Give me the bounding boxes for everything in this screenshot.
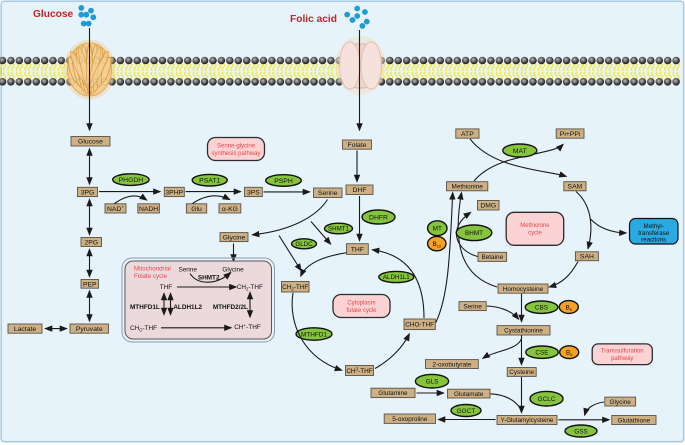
svg-text:PHGDH: PHGDH <box>119 177 144 184</box>
svg-text:NADH: NADH <box>139 206 158 213</box>
svg-text:SAM: SAM <box>568 184 583 191</box>
svg-text:Glucose: Glucose <box>33 9 74 20</box>
svg-text:B12​: B12​ <box>432 241 441 249</box>
svg-text:Glycine: Glycine <box>222 267 244 274</box>
svg-text:Serine-glycine: Serine-glycine <box>217 143 256 149</box>
svg-text:B6​: B6​ <box>566 304 573 312</box>
svg-text:Serine: Serine <box>463 303 482 310</box>
svg-text:Cytoplasm: Cytoplasm <box>347 300 375 306</box>
svg-text:DHF: DHF <box>353 187 367 194</box>
svg-text:2PG: 2PG <box>84 239 98 246</box>
svg-text:CH+​-THF: CH+​-THF <box>234 323 261 331</box>
svg-text:SHMT2: SHMT2 <box>198 274 220 281</box>
svg-text:Pi+PPi: Pi+PPi <box>560 131 581 138</box>
svg-text:CHO​-THF: CHO​-THF <box>130 325 157 333</box>
svg-text:Glycine: Glycine <box>223 235 246 242</box>
svg-text:Glucose: Glucose <box>78 139 103 146</box>
svg-text:CH2​-THF: CH2​-THF <box>282 284 308 292</box>
svg-text:Pyruvate: Pyruvate <box>76 326 103 333</box>
svg-text:THF: THF <box>160 284 173 291</box>
svg-text:GSS: GSS <box>574 428 588 435</box>
svg-text:3PG: 3PG <box>81 189 95 196</box>
svg-text:3PHP: 3PHP <box>165 189 183 196</box>
svg-text:MTHFD2/2L: MTHFD2/2L <box>213 304 248 311</box>
svg-text:Folate cycle: Folate cycle <box>134 273 168 280</box>
svg-text:Glu: Glu <box>191 206 202 213</box>
svg-text:DMG: DMG <box>480 203 496 210</box>
svg-text:ALDH1L2: ALDH1L2 <box>173 304 202 311</box>
svg-text:folate cycle: folate cycle <box>346 308 377 314</box>
svg-text:5-oxoproline: 5-oxoproline <box>392 416 428 423</box>
svg-text:Glutamine: Glutamine <box>378 390 408 397</box>
svg-text:BHMT: BHMT <box>465 230 483 237</box>
svg-text:Methyl-: Methyl- <box>644 223 664 230</box>
svg-text:pathway: pathway <box>611 356 633 362</box>
svg-text:ALDH1L1: ALDH1L1 <box>383 274 410 281</box>
svg-text:MAT: MAT <box>513 148 527 155</box>
svg-text:Methionine: Methionine <box>452 184 484 191</box>
svg-text:DHFR: DHFR <box>369 214 388 221</box>
svg-text:Transsulfuration: Transsulfuration <box>601 349 644 355</box>
svg-text:Y-Glutamylcysteine: Y-Glutamylcysteine <box>501 417 554 424</box>
svg-text:Cysteine: Cysteine <box>509 369 534 376</box>
svg-text:cycle: cycle <box>528 231 542 237</box>
svg-text:Glutamate: Glutamate <box>454 391 484 398</box>
svg-text:synthesis pathway: synthesis pathway <box>211 151 260 157</box>
svg-text:Cystathionine: Cystathionine <box>504 328 543 335</box>
svg-text:ATP: ATP <box>461 131 474 138</box>
svg-text:GLDC: GLDC <box>295 241 313 248</box>
svg-text:THF: THF <box>351 247 364 254</box>
svg-text:3PS: 3PS <box>247 189 260 196</box>
svg-text:PSPH: PSPH <box>274 178 293 185</box>
svg-text:GGCT: GGCT <box>457 408 476 415</box>
svg-text:Folic acid: Folic acid <box>290 14 337 25</box>
svg-text:Folate: Folate <box>348 142 367 149</box>
svg-text:Mitochondrial: Mitochondrial <box>134 266 171 273</box>
svg-text:α-KG: α-KG <box>222 206 238 213</box>
svg-text:Glycine: Glycine <box>610 399 632 406</box>
svg-text:Betaine: Betaine <box>481 254 503 261</box>
svg-text:GLS: GLS <box>426 379 439 386</box>
svg-text:MTHFD1L: MTHFD1L <box>130 304 160 311</box>
svg-text:PEP: PEP <box>83 281 97 288</box>
svg-text:NAD+​: NAD+​ <box>107 205 124 213</box>
svg-text:Serine: Serine <box>178 267 197 274</box>
svg-text:B6​: B6​ <box>566 350 573 358</box>
svg-text:Serine: Serine <box>318 190 338 197</box>
svg-text:PSAT1: PSAT1 <box>199 178 220 185</box>
svg-text:CBS: CBS <box>535 305 548 312</box>
svg-text:CH3​-THF: CH3​-THF <box>346 367 372 375</box>
svg-text:CHO-THF: CHO-THF <box>405 322 434 329</box>
svg-text:MTHFD1: MTHFD1 <box>301 331 327 338</box>
svg-text:MT: MT <box>433 226 442 233</box>
svg-text:CH2​-THF: CH2​-THF <box>237 284 263 292</box>
svg-text:Lactate: Lactate <box>14 326 37 333</box>
svg-text:2-oxobutyrate: 2-oxobutyrate <box>432 361 472 368</box>
svg-text:Glutathione: Glutathione <box>618 417 651 424</box>
svg-text:Methionine: Methionine <box>520 223 550 229</box>
svg-text:SAH: SAH <box>580 254 594 261</box>
svg-text:SHMT1: SHMT1 <box>328 226 350 233</box>
svg-text:reactions: reactions <box>641 237 666 244</box>
svg-text:transferase: transferase <box>638 230 670 237</box>
svg-text:Homocysteine: Homocysteine <box>503 286 544 293</box>
svg-text:GCLC: GCLC <box>538 396 556 403</box>
svg-text:CSE: CSE <box>535 350 548 357</box>
